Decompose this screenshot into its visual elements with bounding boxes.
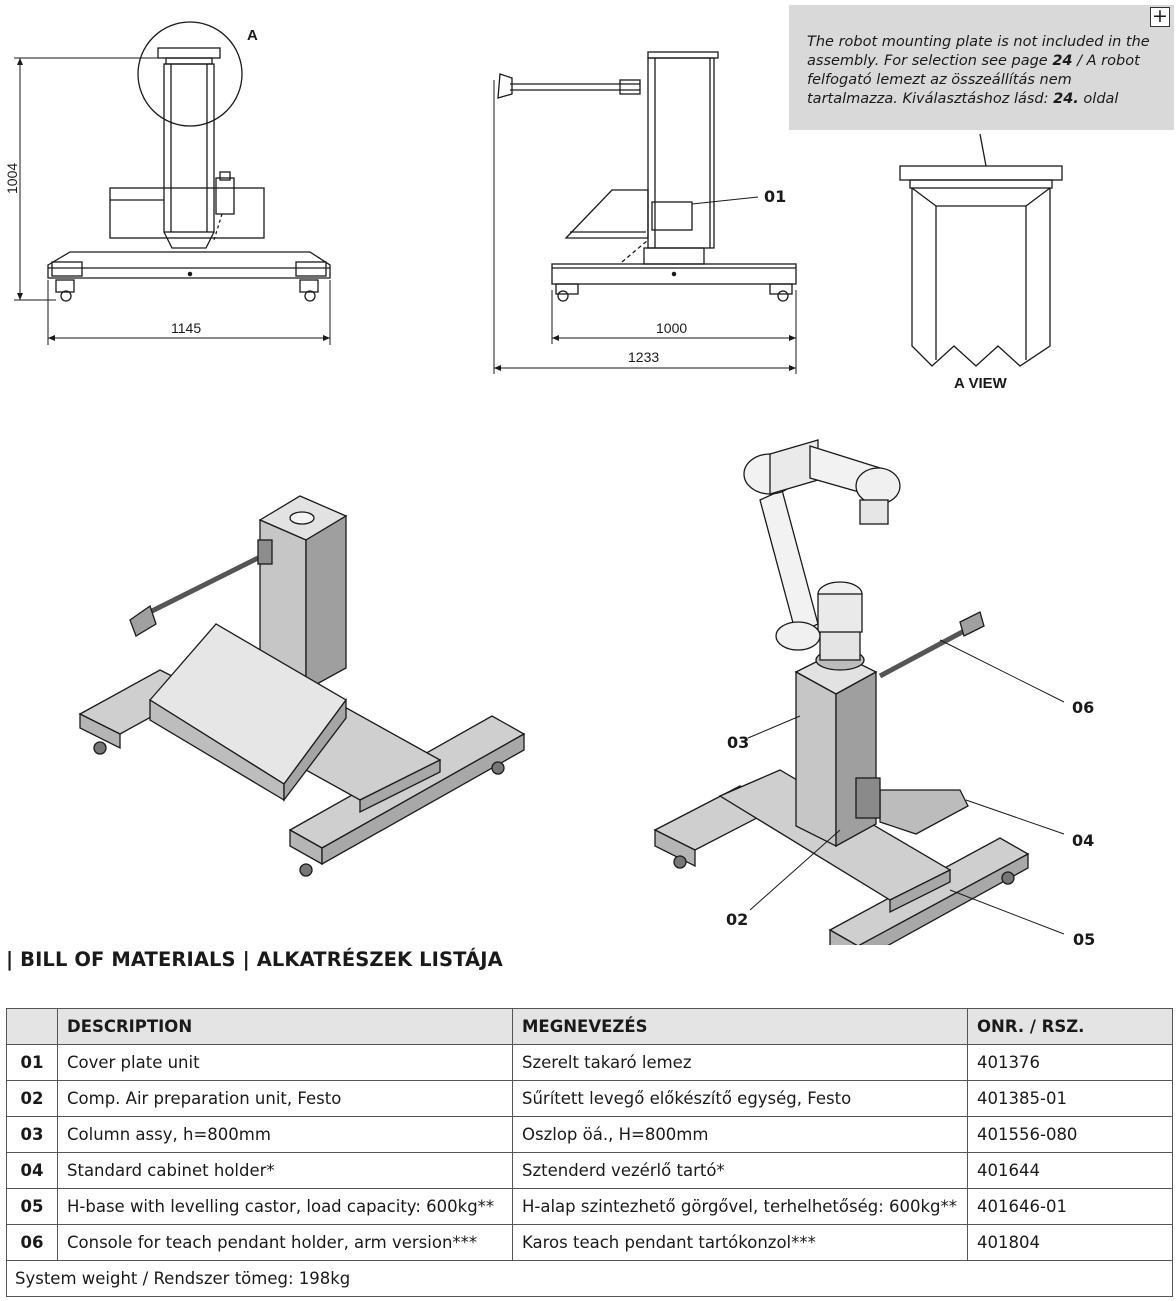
table-row: 02 Comp. Air preparation unit, Festo Sűr…	[6, 1080, 1173, 1117]
row-onr: 401556-080	[967, 1116, 1173, 1153]
front-view	[47, 21, 331, 302]
front-dimensions	[14, 57, 331, 345]
note-page-hu: 24.	[1053, 91, 1079, 107]
row-megnevezes: Oszlop öá., H=800mm	[512, 1116, 968, 1153]
row-description: Comp. Air preparation unit, Festo	[57, 1080, 513, 1117]
callout-02: 02	[726, 910, 748, 929]
mounting-plate-note: The robot mounting plate is not included…	[789, 5, 1174, 130]
col-onr-header: ONR. / RSZ.	[967, 1008, 1173, 1045]
bom-table: DESCRIPTION MEGNEVEZÉS ONR. / RSZ. 01 Co…	[6, 1008, 1173, 1297]
row-megnevezes: Szerelt takaró lemez	[512, 1044, 968, 1081]
row-description: Column assy, h=800mm	[57, 1116, 513, 1153]
dim-width-side-inner: 1000	[656, 320, 687, 336]
row-onr: 401804	[967, 1224, 1173, 1261]
row-onr: 401644	[967, 1152, 1173, 1189]
col-megnevezes-header: MEGNEVEZÉS	[512, 1008, 968, 1045]
table-row: 06 Console for teach pendant holder, arm…	[6, 1224, 1173, 1261]
bom-header-row: DESCRIPTION MEGNEVEZÉS ONR. / RSZ.	[6, 1008, 1173, 1045]
row-position: 02	[6, 1080, 58, 1117]
detail-label-a: A	[247, 27, 258, 44]
row-megnevezes: Karos teach pendant tartókonzol***	[512, 1224, 968, 1261]
row-onr: 401376	[967, 1044, 1173, 1081]
row-megnevezes: Sztenderd vezérlő tartó*	[512, 1152, 968, 1189]
callout-01: 01	[764, 187, 786, 206]
system-weight: System weight / Rendszer tömeg: 198kg	[6, 1260, 1173, 1297]
row-onr: 401385-01	[967, 1080, 1173, 1117]
row-position: 03	[6, 1116, 58, 1153]
iso-view-left	[78, 495, 526, 877]
row-megnevezes: H-alap szintezhető görgővel, terhelhetős…	[512, 1188, 968, 1225]
callout-04: 04	[1072, 831, 1094, 850]
col-position-header	[6, 1008, 58, 1045]
table-row: 05 H-base with levelling castor, load ca…	[6, 1188, 1173, 1225]
system-weight-row: System weight / Rendszer tömeg: 198kg	[6, 1260, 1173, 1297]
note-text-3: oldal	[1078, 91, 1119, 107]
note-text-1: The robot mounting plate is not included…	[807, 34, 1150, 69]
dim-width-side-outer: 1233	[628, 349, 659, 365]
row-position: 05	[6, 1188, 58, 1225]
table-row: 01 Cover plate unit Szerelt takaró lemez…	[6, 1044, 1173, 1081]
side-view	[497, 51, 797, 302]
note-page-en: 24	[1052, 53, 1073, 69]
dim-width-front: 1145	[171, 320, 201, 336]
col-description-header: DESCRIPTION	[57, 1008, 513, 1045]
iso-view-right	[653, 439, 1030, 945]
technical-drawings: A 1004 1145	[4, 21, 1095, 945]
dim-height-front: 1004	[4, 163, 20, 194]
callout-05: 05	[1073, 930, 1095, 945]
callout-06: 06	[1072, 698, 1094, 717]
iso-leaders	[747, 639, 1065, 935]
table-row: 04 Standard cabinet holder* Sztenderd ve…	[6, 1152, 1173, 1189]
row-position: 04	[6, 1152, 58, 1189]
row-onr: 401646-01	[967, 1188, 1173, 1225]
callout-03: 03	[727, 733, 749, 752]
note-text-2: / A robot felfogató lemezt az összeállít…	[807, 53, 1140, 107]
row-description: Standard cabinet holder*	[57, 1152, 513, 1189]
expand-button[interactable]: +	[1150, 7, 1170, 27]
row-description: H-base with levelling castor, load capac…	[57, 1188, 513, 1225]
side-dimensions	[493, 80, 797, 374]
row-position: 06	[6, 1224, 58, 1261]
a-view-label: A VIEW	[954, 375, 1008, 392]
row-description: Cover plate unit	[57, 1044, 513, 1081]
table-row: 03 Column assy, h=800mm Oszlop öá., H=80…	[6, 1116, 1173, 1153]
detail-circle-a	[137, 21, 243, 127]
a-view	[899, 133, 1063, 367]
row-megnevezes: Sűrített levegő előkészítő egység, Festo	[512, 1080, 968, 1117]
bom-heading: | BILL OF MATERIALS | ALKATRÉSZEK LISTÁJ…	[6, 948, 503, 971]
row-description: Console for teach pendant holder, arm ve…	[57, 1224, 513, 1261]
row-position: 01	[6, 1044, 58, 1081]
